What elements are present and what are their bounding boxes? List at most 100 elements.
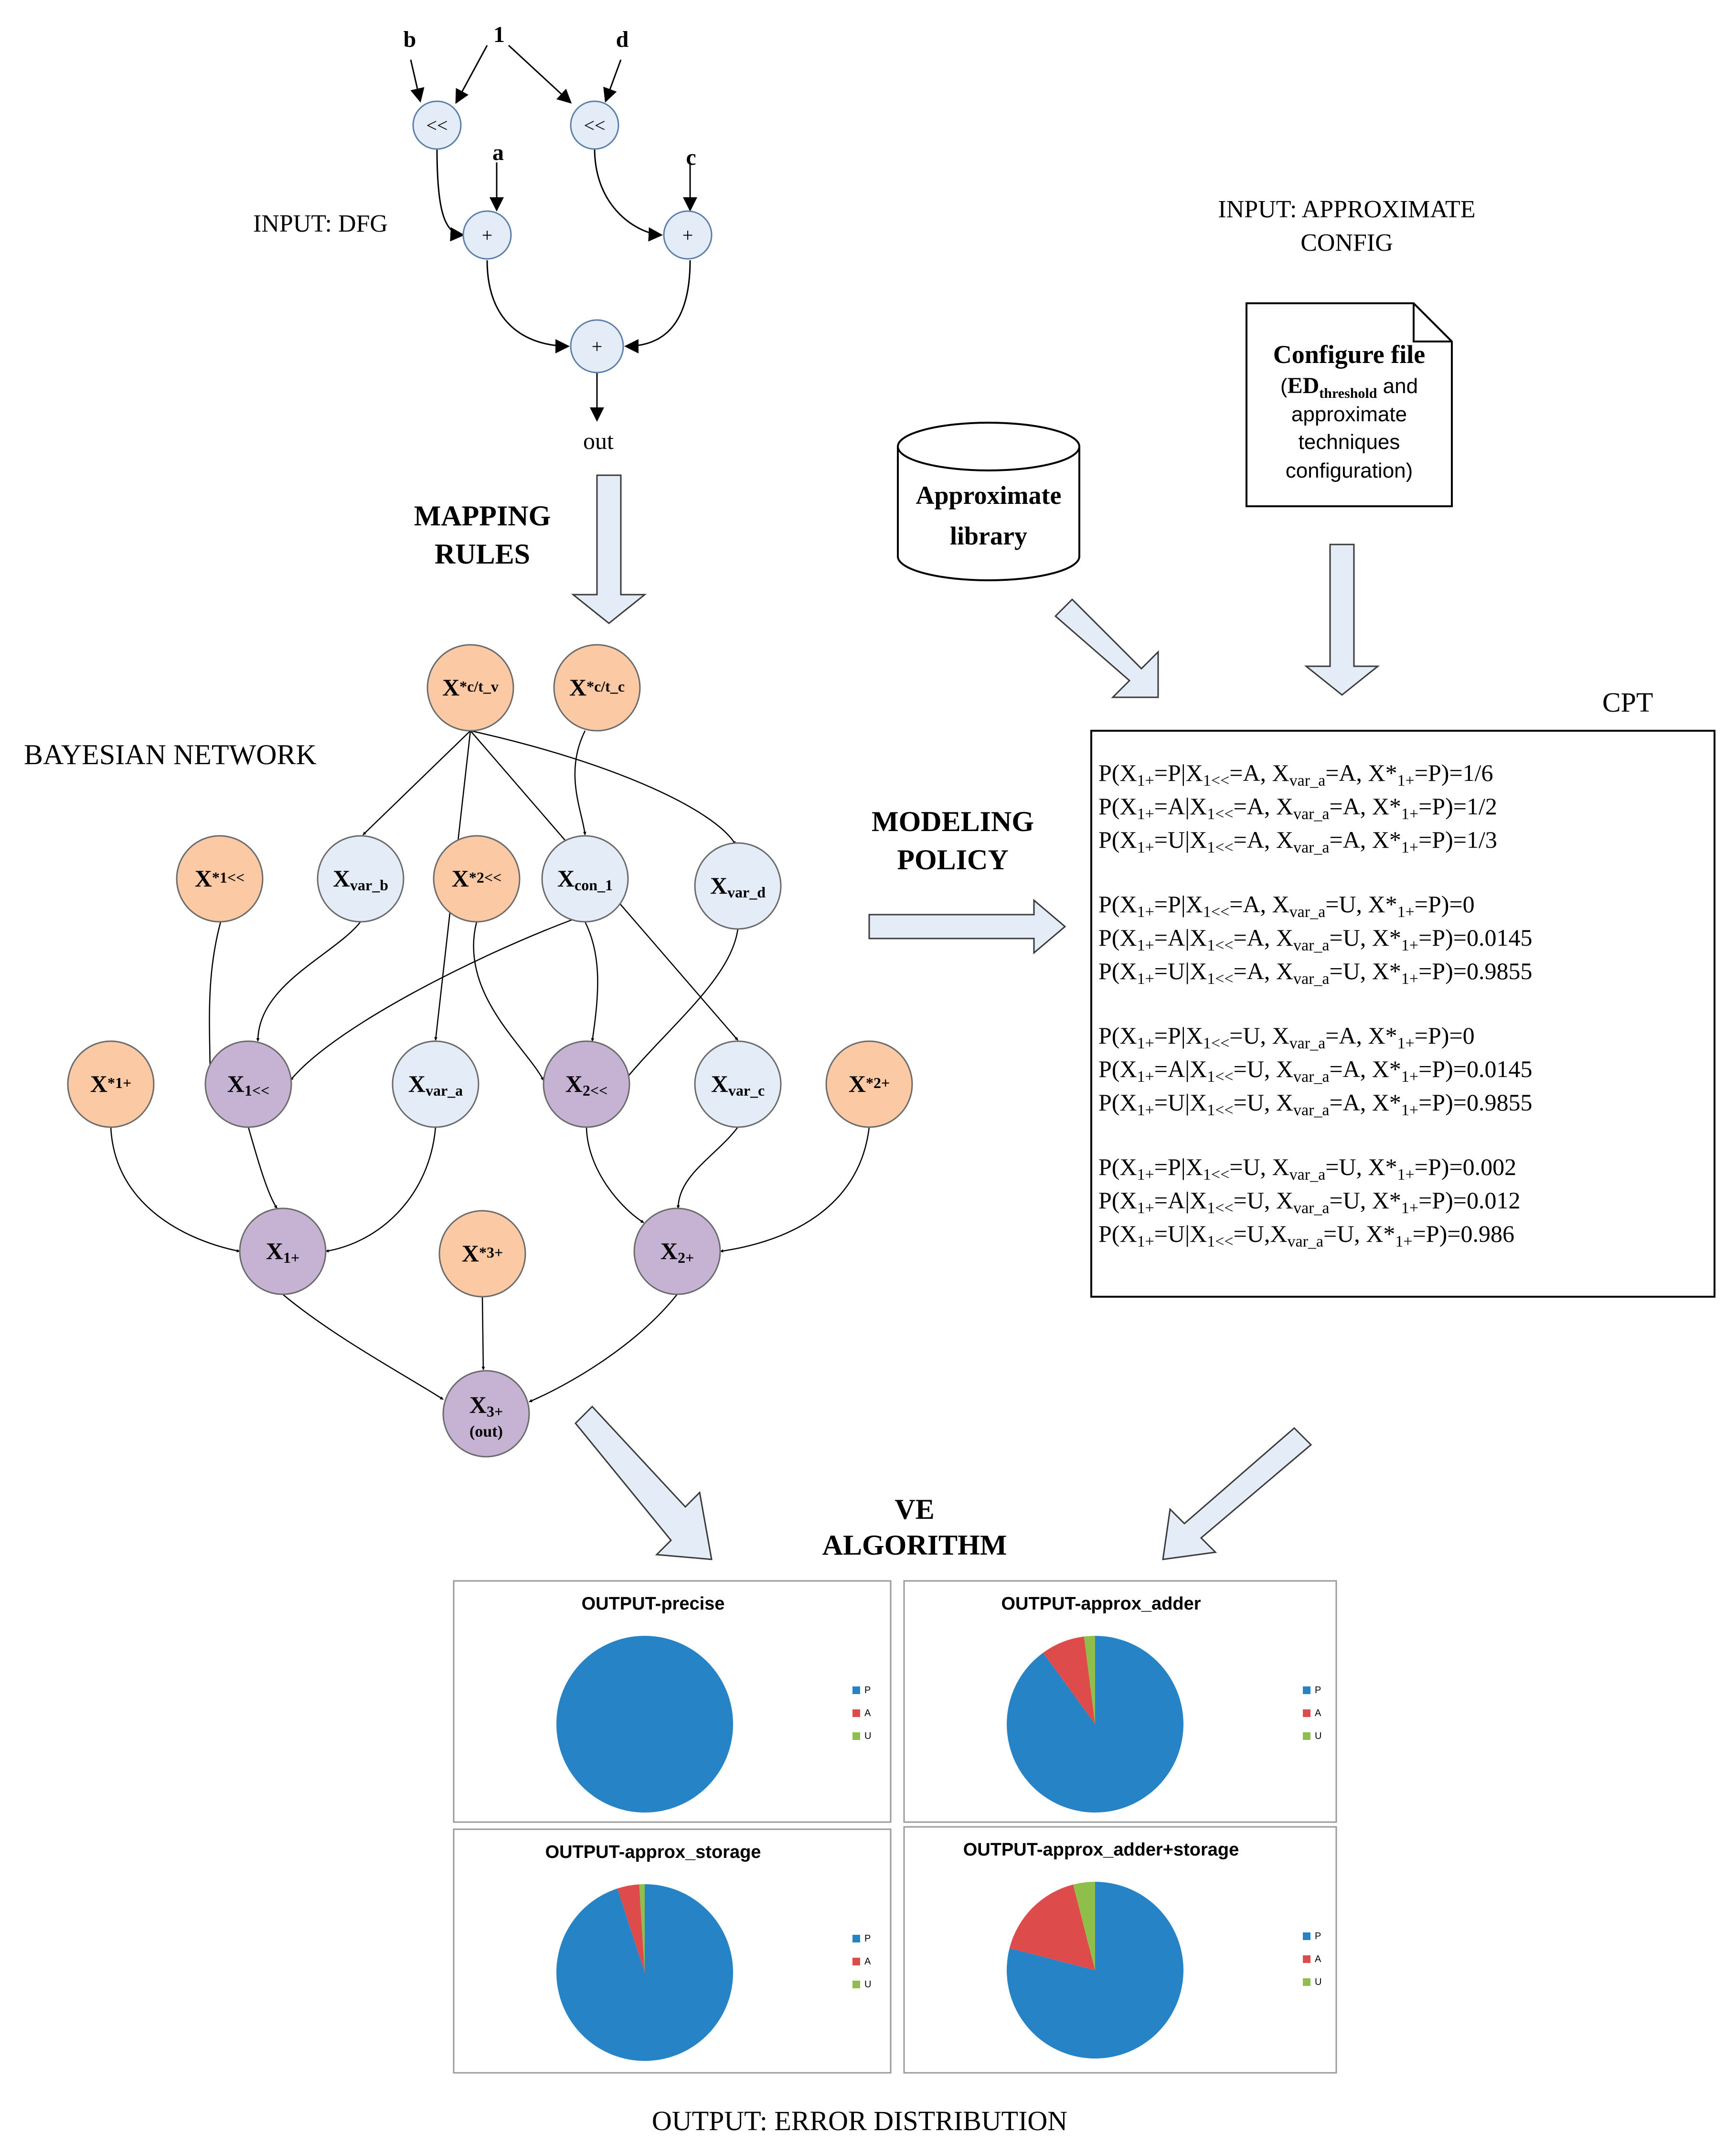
- legend-swatch-A: [1303, 1709, 1310, 1717]
- bn-node-label: X*c/t_v: [442, 674, 499, 701]
- bn-node-circle: [694, 842, 782, 930]
- cpt-section: CPT P(X1+=P|X1<<=A, Xvar_a=A, X*1+=P)=1/…: [1090, 687, 1715, 1560]
- pie-slice-A: [617, 1884, 645, 1973]
- bn-node-label: Xvar_b: [333, 865, 388, 894]
- modeling-policy-line1: MODELING: [872, 806, 1034, 837]
- bn-node-x1shl: X1<<: [204, 1040, 292, 1128]
- bn-node-label: Xcon_1: [557, 865, 613, 894]
- bn-node-x1shl_star: X*1<<: [176, 835, 264, 923]
- output-charts: OUTPUT-precisePAUOUTPUT-approx_adderPAUO…: [453, 1580, 1337, 2074]
- bn-edge: [110, 1127, 240, 1253]
- bn-node-label: Xvar_a: [408, 1070, 463, 1099]
- dfg-node-add-left: [462, 210, 512, 260]
- config-file-title: Configure file: [1273, 340, 1425, 369]
- dfg-input-a: a: [492, 140, 504, 165]
- dfg-op-add-left: +: [482, 224, 493, 246]
- bn-node-circle: [442, 1370, 530, 1458]
- bn-node-circle: [204, 1040, 292, 1128]
- edge-1-shl-right: [508, 44, 572, 104]
- legend-label-A: A: [864, 1708, 871, 1718]
- bn-node-label: X*2+: [849, 1070, 890, 1097]
- edge-shl-add-right: [594, 148, 663, 242]
- output-caption: OUTPUT: ERROR DISTRIBUTION: [652, 2105, 1067, 2136]
- dfg-input-d: d: [616, 27, 629, 52]
- cpt-line: P(X1+=U|X1<<=A, Xvar_a=U, X*1+=P)=0.9855: [1098, 958, 1532, 988]
- bn-node-extra: (out): [469, 1423, 503, 1440]
- bn-node-circle: [553, 644, 641, 732]
- bn-edge: [584, 921, 598, 1042]
- library-cylinder-body: [897, 447, 1080, 581]
- cpt-lines: P(X1+=P|X1<<=A, Xvar_a=A, X*1+=P)=1/6P(X…: [1098, 759, 1532, 1250]
- bn-node-label: X*3+: [462, 1240, 503, 1267]
- dfg-node-shl-left: [412, 100, 462, 150]
- bn-node-label: Xvar_c: [711, 1070, 765, 1099]
- legend-swatch-A: [852, 1709, 860, 1717]
- bn-node-label: X2<<: [565, 1070, 608, 1099]
- legend-swatch-P: [852, 1686, 860, 1694]
- legend-swatch-P: [852, 1935, 860, 1942]
- bn-node-label: X*2<<: [452, 865, 502, 892]
- dfg-caption: INPUT: DFG: [253, 210, 388, 237]
- pie-slice-U: [1084, 1636, 1095, 1724]
- cpt-line: P(X1+=A|X1<<=U, Xvar_a=A, X*1+=P)=0.0145: [1098, 1056, 1532, 1086]
- dfg-input-1: 1: [493, 22, 505, 47]
- bn-node-circle: [426, 644, 514, 732]
- bn-node-x1add: X1+: [239, 1207, 327, 1295]
- legend-label-P: P: [1315, 1685, 1321, 1696]
- bn-node-x3add: X3+(out): [442, 1370, 530, 1458]
- config-file-icon: [1246, 302, 1453, 507]
- edge-shl-add-left: [436, 148, 465, 242]
- edge-add-add-right: [624, 260, 691, 353]
- bn-node-x2shl: X2<<: [543, 1040, 630, 1128]
- legend-label-U: U: [864, 1979, 871, 1990]
- bn-edge: [362, 730, 471, 835]
- bn-edge: [720, 1127, 870, 1253]
- bn-node-x1add_star: X*1+: [67, 1040, 155, 1128]
- bn-edge: [256, 921, 361, 1042]
- bn-node-circle: [317, 835, 405, 923]
- dfg-op-add-right: +: [682, 224, 693, 246]
- mapping-rules-arrow: [571, 474, 647, 624]
- pie-slice-A: [1043, 1636, 1095, 1724]
- dfg-op-add-out: +: [592, 336, 603, 357]
- legend-label-P: P: [864, 1933, 871, 1944]
- bn-edge: [282, 1294, 444, 1400]
- bn-node-xvara: Xvar_a: [392, 1040, 479, 1128]
- cpt-line: P(X1+=A|X1<<=A, Xvar_a=A, X*1+=P)=1/2: [1098, 793, 1497, 823]
- approx-config-section: INPUT: APPROXIMATE CONFIG Configure file…: [1218, 196, 1476, 696]
- cpt-line: P(X1+=P|X1<<=U, Xvar_a=A, X*1+=P)=0: [1098, 1022, 1475, 1052]
- bn-node-xctv: X*c/t_v: [426, 644, 514, 732]
- legend-label-P: P: [1315, 1931, 1321, 1941]
- legend-label-A: A: [1315, 1708, 1321, 1718]
- bn-edge: [574, 730, 586, 835]
- pie-slice-U: [639, 1884, 645, 1973]
- bn-node-xcon1: Xcon_1: [541, 835, 629, 923]
- ve-line2: ALGORITHM: [822, 1529, 1007, 1561]
- bn-node-label: X1+: [266, 1237, 299, 1266]
- bn-node-label: X*c/t_c: [569, 674, 625, 701]
- chart-title: OUTPUT-precise: [582, 1594, 725, 1614]
- cpt-line: P(X1+=A|X1<<=U, Xvar_a=U, X*1+=P)=0.012: [1098, 1187, 1520, 1217]
- bn-node-circle: [694, 1040, 782, 1128]
- config-to-cpt-arrow: [1304, 544, 1380, 696]
- legend-swatch-A: [1303, 1955, 1310, 1963]
- bn-node-circle: [438, 1210, 526, 1298]
- dfg-nodes: [412, 100, 713, 373]
- cpt-title: CPT: [1602, 687, 1653, 718]
- legend-swatch-P: [1303, 1932, 1310, 1940]
- config-file-fold: [1413, 303, 1452, 342]
- chart-title: OUTPUT-approx_adder+storage: [963, 1840, 1239, 1860]
- modeling-policy-line2: POLICY: [897, 844, 1008, 875]
- approx-config-caption-line1: INPUT: APPROXIMATE: [1218, 196, 1475, 223]
- library-cylinder-top: [897, 422, 1080, 471]
- cpt-line: P(X1+=U|X1<<=U,Xvar_a=U, X*1+=P)=0.986: [1098, 1220, 1514, 1250]
- cpt-line: P(X1+=P|X1<<=U, Xvar_a=U, X*1+=P)=0.002: [1098, 1153, 1516, 1184]
- bn-node-xctc: X*c/t_c: [553, 644, 641, 732]
- legend-label-P: P: [864, 1685, 871, 1696]
- cpt-box: [1090, 730, 1715, 1298]
